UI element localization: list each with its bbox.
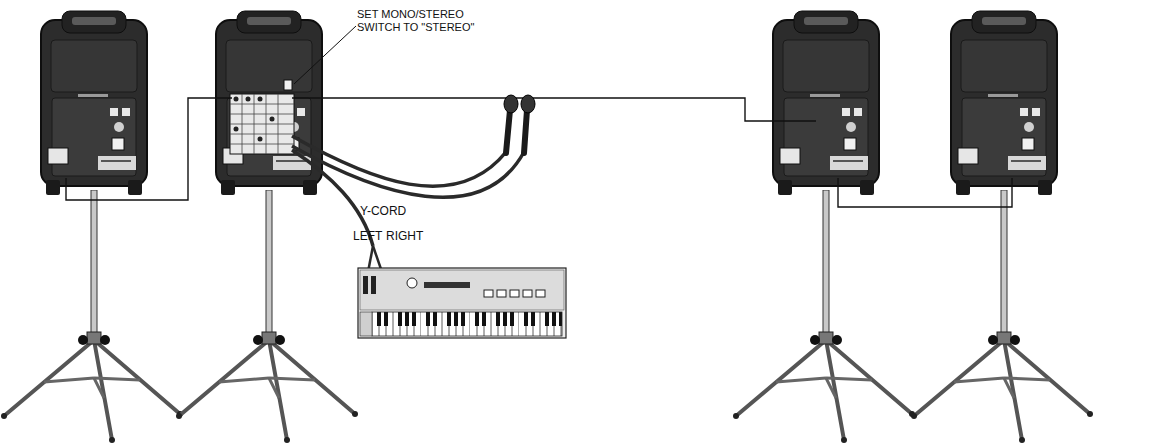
mixer-knob [234, 97, 239, 102]
microphone-body [506, 110, 510, 153]
pa-speaker [773, 11, 879, 195]
pa-speaker [951, 11, 1057, 195]
cable-label: Y-CORD [360, 204, 430, 218]
keyboard-knob [407, 278, 417, 288]
speaker-stand [176, 190, 358, 443]
speaker-cable [292, 98, 816, 121]
keyboard-display [424, 282, 470, 288]
microphone-body [524, 110, 527, 153]
speaker-stand [733, 190, 915, 443]
speaker-stand [1, 190, 183, 443]
keyboard-button [484, 290, 493, 297]
callout-note: SET MONO/STEREO SWITCH TO "STEREO" [357, 8, 487, 34]
mixer-knob [258, 137, 263, 142]
keyboard-keys [372, 312, 562, 336]
keyboard-button [497, 290, 506, 297]
pitch-wheel [371, 276, 376, 294]
mono-stereo-switch [284, 80, 292, 90]
speaker-stand [911, 190, 1093, 443]
keyboard-button [510, 290, 519, 297]
mixer-knob [270, 117, 275, 122]
mixer-plate [230, 94, 294, 154]
pa-speaker [216, 11, 322, 195]
callout-leader [294, 26, 356, 84]
keyboard-button [523, 290, 532, 297]
pa-speaker [41, 11, 147, 195]
pitch-wheel [363, 276, 368, 294]
mic-cable [292, 146, 524, 197]
keyboard-button [536, 290, 545, 297]
cable-label: RIGHT [386, 229, 436, 243]
mixer-panel [230, 80, 294, 154]
keyboard-panel [360, 270, 564, 310]
mixer-knob [234, 127, 239, 132]
mixer-knob [246, 97, 251, 102]
mixer-grid [230, 94, 294, 154]
speaker-cable [838, 178, 1012, 207]
keyboard [358, 268, 566, 338]
mixer-knob [258, 97, 263, 102]
speaker-cable [66, 98, 232, 200]
microphone-head [504, 95, 518, 113]
microphone-head [521, 95, 535, 113]
keyboard-left-block [360, 312, 372, 336]
keyboard-case [358, 268, 566, 338]
